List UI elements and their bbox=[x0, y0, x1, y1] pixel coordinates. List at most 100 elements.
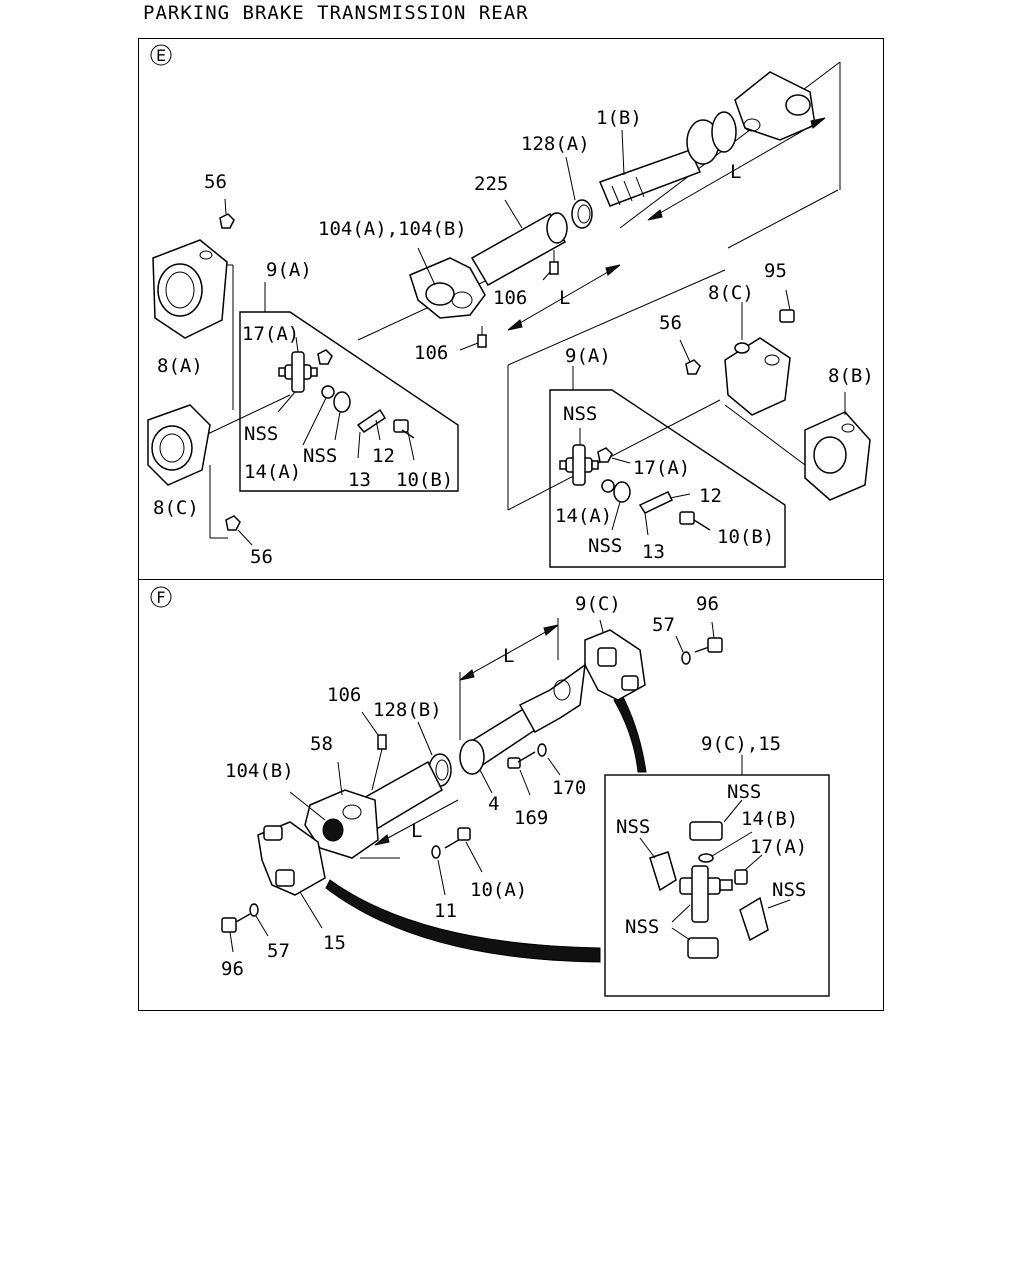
bolt-169 bbox=[507, 751, 536, 796]
inset-box-right bbox=[549, 389, 786, 568]
washer-170 bbox=[537, 743, 561, 776]
bearing-left bbox=[302, 385, 351, 446]
section-e-marker: E bbox=[156, 46, 166, 65]
universal-joint-15 bbox=[257, 821, 326, 929]
callout-128b: 128(B) bbox=[373, 699, 442, 721]
callout-95: 95 bbox=[764, 260, 787, 282]
seal-ring-128a bbox=[565, 156, 593, 229]
slip-yoke-shaft bbox=[459, 663, 586, 794]
bolt-10a bbox=[444, 827, 483, 873]
callout-nss-f-4: NSS bbox=[625, 916, 659, 938]
callout-106-f: 106 bbox=[327, 684, 361, 706]
section-e: E bbox=[147, 44, 871, 568]
splined-shaft-1b bbox=[599, 111, 737, 207]
bolt-96-bottom bbox=[221, 913, 251, 953]
reference-line bbox=[507, 399, 721, 511]
reference-line bbox=[727, 189, 839, 249]
washer-57-bottom bbox=[249, 903, 269, 937]
callout-104b: 104(B) bbox=[225, 760, 294, 782]
callout-96-top: 96 bbox=[696, 593, 719, 615]
flange-8c-left bbox=[147, 404, 211, 486]
callout-L-f-top: L bbox=[503, 645, 514, 667]
page-title: PARKING BRAKE TRANSMISSION REAR bbox=[143, 2, 529, 24]
shaft-yoke-end bbox=[734, 71, 816, 141]
bolt-right bbox=[679, 511, 711, 531]
grease-fitting-right bbox=[597, 447, 631, 464]
callout-57-bottom: 57 bbox=[267, 940, 290, 962]
diagram-frame bbox=[138, 38, 884, 1011]
lock-plate-right bbox=[638, 491, 691, 536]
callout-9c15: 9(C),15 bbox=[701, 733, 781, 755]
callout-13-right: 13 bbox=[642, 541, 665, 563]
section-divider bbox=[138, 579, 884, 580]
curved-arrow-bottom bbox=[325, 879, 601, 963]
callout-labels: 56 8(A) 9(A) 17(A) NSS NSS 14(A) 13 12 1… bbox=[153, 107, 874, 980]
callout-17a-left: 17(A) bbox=[242, 323, 299, 345]
dimension-L-mid bbox=[507, 264, 621, 331]
callout-10a: 10(A) bbox=[470, 879, 527, 901]
callout-L-mid: L bbox=[559, 287, 570, 309]
callout-17a-right: 17(A) bbox=[633, 457, 690, 479]
callout-nss-left-2: NSS bbox=[303, 445, 337, 467]
callout-L-f-bottom: L bbox=[411, 820, 422, 842]
callout-1b: 1(B) bbox=[596, 107, 642, 129]
yoke-104b bbox=[289, 761, 379, 859]
callout-9a-left: 9(A) bbox=[266, 259, 312, 281]
callout-12-left: 12 bbox=[372, 445, 395, 467]
reference-line bbox=[724, 404, 806, 466]
callout-8a: 8(A) bbox=[157, 355, 203, 377]
callout-8c-right: 8(C) bbox=[708, 282, 754, 304]
universal-joint-9c bbox=[584, 619, 646, 701]
flange-8c-right bbox=[724, 302, 791, 416]
nut-56-bottom bbox=[225, 515, 253, 546]
reference-line bbox=[507, 269, 726, 366]
callout-9c: 9(C) bbox=[575, 593, 621, 615]
inset-box-f bbox=[604, 774, 830, 997]
callout-13-left: 13 bbox=[348, 469, 371, 491]
callout-14b: 14(B) bbox=[741, 808, 798, 830]
yoke-104 bbox=[409, 247, 486, 319]
section-f-marker: F bbox=[156, 588, 165, 607]
grease-nipple-106-f bbox=[361, 711, 387, 791]
universal-joint-right bbox=[559, 428, 599, 486]
callout-56-bottom: 56 bbox=[250, 546, 273, 568]
callout-8b: 8(B) bbox=[828, 365, 874, 387]
callout-12-right: 12 bbox=[699, 485, 722, 507]
grease-fitting-left bbox=[317, 349, 333, 365]
callout-57-top: 57 bbox=[652, 614, 675, 636]
callout-128a: 128(A) bbox=[521, 133, 590, 155]
grease-nipple-106-a bbox=[542, 250, 559, 281]
callout-nss-left-1: NSS bbox=[244, 423, 278, 445]
bolt-left bbox=[393, 419, 415, 461]
section-e-marker-circle bbox=[150, 44, 172, 66]
lock-plate-left bbox=[356, 408, 387, 459]
callout-56-top: 56 bbox=[204, 171, 227, 193]
dimension-L-f-top bbox=[459, 618, 559, 740]
dimension-L-top bbox=[647, 117, 826, 221]
callout-56-right: 56 bbox=[659, 312, 682, 334]
callout-nss-f-1: NSS bbox=[727, 781, 761, 803]
callout-106-a: 106 bbox=[493, 287, 527, 309]
callout-11: 11 bbox=[434, 900, 457, 922]
callout-17a-f: 17(A) bbox=[750, 836, 807, 858]
callout-nss-right-1: NSS bbox=[563, 403, 597, 425]
callout-15: 15 bbox=[323, 932, 346, 954]
section-f-marker-circle bbox=[150, 586, 172, 608]
callout-14a-left: 14(A) bbox=[244, 461, 301, 483]
callout-170: 170 bbox=[552, 777, 586, 799]
callout-9a-right: 9(A) bbox=[565, 345, 611, 367]
callout-nss-f-3: NSS bbox=[772, 879, 806, 901]
tube-225 bbox=[470, 199, 568, 287]
callout-10b-right: 10(B) bbox=[717, 526, 774, 548]
callout-58: 58 bbox=[310, 733, 333, 755]
callout-225: 225 bbox=[474, 173, 508, 195]
callout-104: 104(A),104(B) bbox=[318, 218, 467, 240]
nut-56-right bbox=[679, 339, 701, 375]
bolt-96-top bbox=[694, 621, 723, 653]
inset-box-left bbox=[239, 311, 459, 492]
nut-56-top bbox=[219, 198, 235, 229]
callout-106-b: 106 bbox=[414, 342, 448, 364]
universal-joint-left bbox=[277, 336, 318, 413]
grease-nipple-106-b bbox=[459, 326, 487, 351]
